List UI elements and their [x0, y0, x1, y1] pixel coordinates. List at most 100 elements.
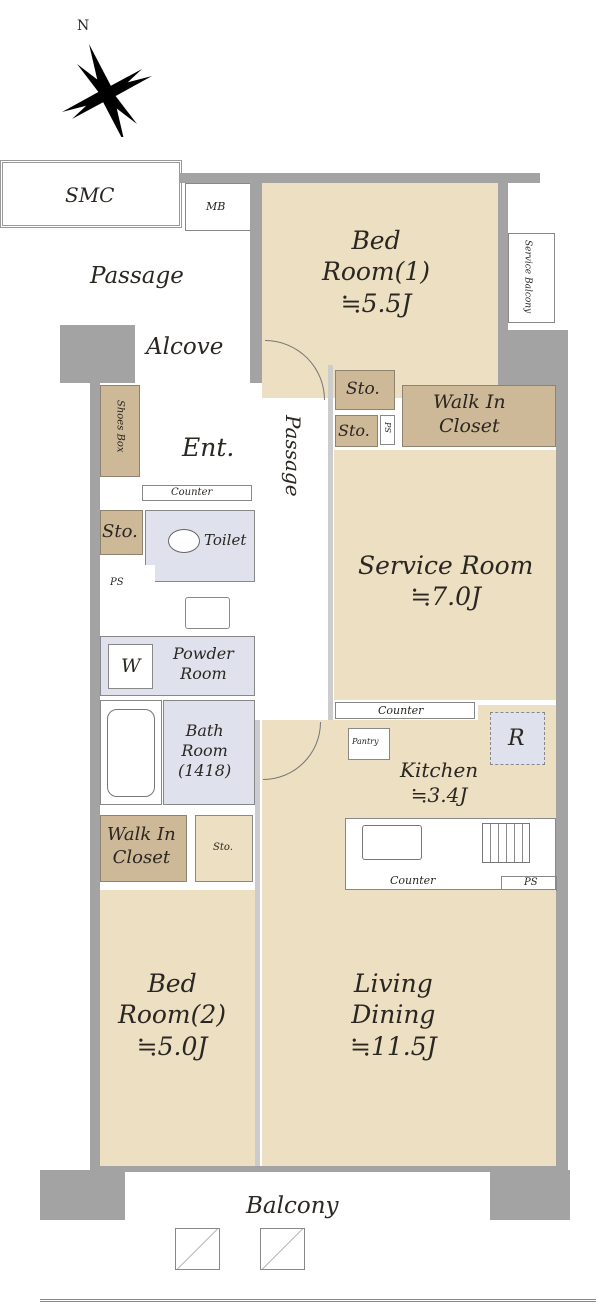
service-balcony-label: Service Balcony	[522, 240, 533, 314]
balcony-label: Balcony	[246, 1193, 339, 1219]
ps-2-label: PS	[110, 577, 124, 588]
compass-star-icon	[62, 44, 152, 137]
pantry: Pantry	[348, 728, 390, 760]
storage-2-label: Sto.	[338, 421, 370, 440]
bedroom-1-area: ≒5.5J	[340, 288, 412, 318]
storage-4-label: Sto.	[213, 842, 233, 853]
wic-1-name-2: Closet	[438, 414, 500, 437]
pantry-label: Pantry	[352, 737, 379, 746]
ps-3: PS	[501, 876, 557, 891]
bath-room-label: Bath Room (1418)	[178, 721, 231, 781]
passage-vertical-label: Passage	[281, 415, 305, 497]
kitchen-area: ≒3.4J	[410, 783, 468, 807]
shoes-box: Shoes Box	[100, 385, 140, 477]
bath-room-name-2: Room	[181, 741, 228, 760]
mb-label: MB	[206, 200, 226, 213]
kitchen-counter: Counter PS	[345, 818, 557, 891]
refrigerator-label: R	[508, 726, 525, 751]
living-name-1: Living	[353, 969, 433, 998]
bedroom-1-label: Bed Room(1) ≒5.5J	[322, 225, 430, 319]
ps-2: PS	[100, 565, 155, 610]
storage-1: Sto.	[335, 370, 395, 410]
walk-in-closet-2-label: Walk In Closet	[107, 824, 176, 869]
service-balcony: Service Balcony	[508, 233, 555, 323]
walk-in-closet-2: Walk In Closet	[100, 815, 187, 882]
kitchen-name: Kitchen	[400, 758, 479, 782]
wall-alcove	[250, 183, 262, 383]
toilet-label: Toilet	[204, 531, 247, 549]
smc-box: SMC	[0, 160, 182, 228]
entrance-label: Ent.	[182, 433, 235, 462]
sink-icon	[362, 825, 422, 860]
counter-kitchen-label: Counter	[390, 874, 436, 887]
stove-icon	[482, 823, 530, 863]
storage-3: Sto.	[100, 510, 143, 555]
shoes-box-label: Shoes Box	[114, 400, 126, 453]
ps-1: PS	[380, 415, 395, 445]
smc-label: SMC	[65, 183, 115, 207]
bedroom-1-name-1: Bed	[351, 226, 401, 255]
storage-4: Sto.	[195, 815, 253, 882]
bedroom-1-name-2: Room(1)	[322, 257, 431, 287]
ps-3-label: PS	[524, 877, 538, 888]
counter-entrance: Counter	[142, 485, 252, 501]
storage-2: Sto.	[335, 415, 378, 447]
balcony-pillar-right	[490, 1170, 570, 1220]
living-dining	[262, 890, 556, 1168]
wall-left	[90, 380, 100, 1170]
living-name-2: Dining	[351, 1000, 436, 1030]
bathtub	[100, 700, 162, 805]
toilet: Toilet	[145, 510, 255, 582]
washing-machine: W	[108, 644, 153, 689]
bedroom-2-area: ≒5.0J	[136, 1031, 208, 1061]
pillar-right	[498, 330, 568, 385]
wic-1-name-1: Walk In	[433, 391, 506, 413]
bath-room-name-1: Bath	[185, 721, 224, 740]
wall-top	[180, 173, 540, 183]
walk-in-closet-1-label: Walk In Closet	[433, 391, 506, 439]
ac-unit-2-icon	[260, 1228, 305, 1270]
bath-room: Bath Room (1418)	[163, 700, 255, 805]
kitchen-label: Kitchen ≒3.4J	[400, 758, 478, 808]
ps-1-label: PS	[383, 422, 392, 433]
balcony	[40, 1172, 596, 1302]
powder-room-label: Powder Room	[173, 644, 234, 684]
compass: N	[55, 12, 165, 137]
passage-wall	[328, 365, 333, 720]
walk-in-closet-1: Walk In Closet	[402, 385, 556, 447]
bedroom-2	[100, 890, 255, 1168]
living-dining-label: Living Dining ≒11.5J	[350, 968, 437, 1062]
powder-room-name-2: Room	[180, 664, 227, 683]
service-room	[334, 450, 556, 700]
bath-room-size: (1418)	[178, 761, 232, 780]
refrigerator: R	[490, 712, 545, 765]
storage-1-label: Sto.	[346, 379, 380, 399]
partition-wall	[255, 720, 260, 1168]
wall-bottom	[90, 1166, 568, 1172]
service-room-area: ≒7.0J	[410, 582, 482, 612]
washbasin-icon	[185, 597, 230, 629]
powder-room: W Powder Room	[100, 636, 255, 696]
bedroom-2-name-2: Room(2)	[118, 1000, 227, 1030]
balcony-pillar-left	[40, 1170, 125, 1220]
bathtub-basin-icon	[107, 709, 155, 797]
bedroom-2-label: Bed Room(2) ≒5.0J	[118, 968, 226, 1062]
counter-service-label: Counter	[378, 704, 424, 717]
passage-top-label: Passage	[90, 263, 184, 289]
wall-bed1-right	[498, 183, 508, 333]
service-room-name: Service Room	[358, 551, 534, 580]
living-area: ≒11.5J	[350, 1031, 437, 1061]
alcove-label: Alcove	[146, 334, 224, 360]
storage-3-label: Sto.	[102, 521, 138, 542]
ac-unit-1-icon	[175, 1228, 220, 1270]
service-room-label: Service Room ≒7.0J	[358, 550, 533, 613]
wic-2-name-1: Walk In	[107, 824, 176, 845]
powder-room-name-1: Powder	[173, 644, 234, 663]
north-label: N	[77, 18, 90, 34]
mb-box: MB	[185, 183, 252, 231]
toilet-bowl-icon	[168, 529, 200, 553]
pillar-left	[60, 325, 135, 383]
wall-right	[556, 385, 568, 1170]
wic-2-name-2: Closet	[112, 846, 171, 868]
bedroom-2-name-1: Bed	[147, 969, 197, 998]
